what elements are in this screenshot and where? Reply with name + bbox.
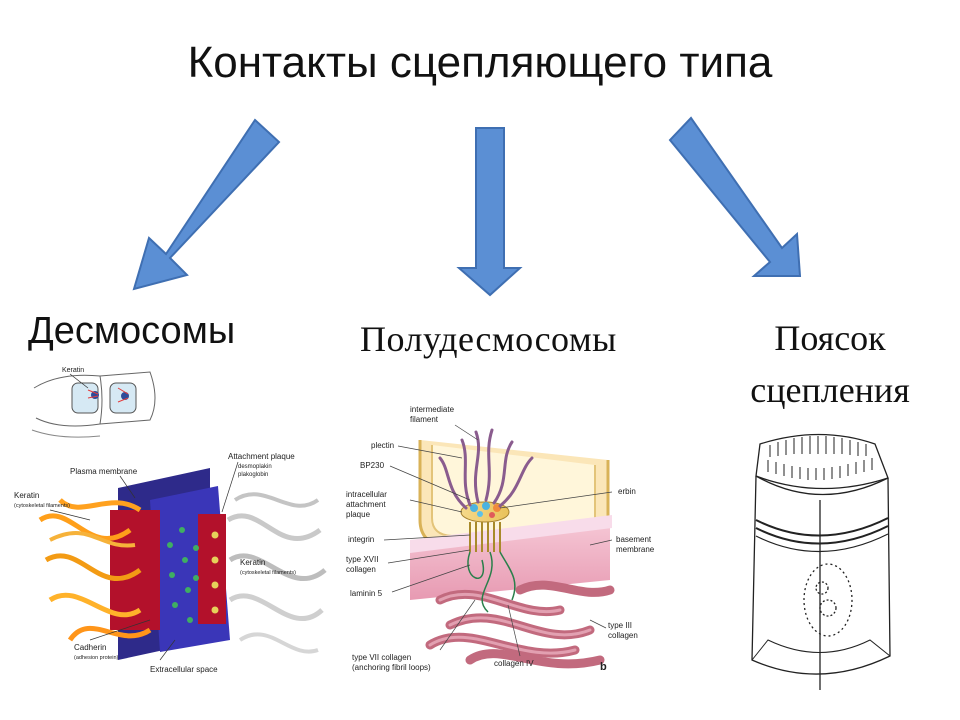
- label-cadherin-sub: (adhesion protein): [74, 655, 119, 661]
- label-desmoplakin: desmoplakin: [238, 464, 272, 470]
- label-keratin-left: Keratin: [14, 491, 39, 500]
- arrow-left: [132, 118, 281, 291]
- label-bp230: BP230: [360, 461, 385, 470]
- label-laminin: laminin 5: [350, 589, 383, 598]
- label-cadherin: Cadherin: [74, 643, 106, 652]
- slide-title: Контакты сцепляющего типа: [187, 38, 773, 87]
- label-type-xvii: type XVII: [346, 555, 378, 564]
- heading-desmosomes: Десмосомы: [28, 310, 236, 352]
- label-keratin-right-sub: (cytoskeletal filaments): [240, 570, 296, 576]
- heading-belt-line2: сцепления: [750, 370, 910, 410]
- label-intracellular: intracellular: [346, 490, 387, 499]
- adhesion-belt-diagram: [751, 433, 891, 690]
- label-collagen-2: collagen: [608, 631, 638, 640]
- label-filament: filament: [410, 415, 439, 424]
- arrow-center: [456, 127, 523, 297]
- hemidesmosome-diagram: intermediate filament plectin BP230 intr…: [346, 405, 655, 673]
- label-attachment: attachment: [346, 500, 386, 509]
- heading-hemidesmosomes: Полудесмосомы: [360, 319, 617, 359]
- label-basement: basement: [616, 535, 652, 544]
- label-collagen-1: collagen: [346, 565, 376, 574]
- label-attachment-plaque: Attachment plaque: [228, 452, 295, 461]
- arrow-right: [668, 116, 802, 277]
- label-plakoglobin: plakoglobin: [238, 472, 268, 478]
- label-type-iii: type III: [608, 621, 632, 630]
- inset-keratin-label: Keratin: [62, 367, 84, 374]
- label-plaque: plaque: [346, 510, 371, 519]
- label-intermediate: intermediate: [410, 405, 455, 414]
- heading-adhesion-belt: Поясок сцепления: [720, 312, 940, 416]
- label-keratin-right: Keratin: [240, 558, 265, 567]
- desmosome-diagram: Attachment plaque desmoplakin plakoglobi…: [14, 452, 327, 674]
- label-keratin-left-sub: (cytoskeletal filaments): [14, 503, 70, 509]
- label-type-vii: type VII collagen: [352, 653, 411, 662]
- label-integrin: integrin: [348, 535, 374, 544]
- desmosome-cell-inset: Keratin: [31, 367, 156, 438]
- label-plasma-membrane: Plasma membrane: [70, 467, 138, 476]
- label-panel-b: b: [600, 661, 607, 673]
- label-extracellular: Extracellular space: [150, 665, 218, 674]
- label-plectin: plectin: [371, 441, 394, 450]
- label-membrane: membrane: [616, 545, 655, 554]
- label-collagen-iv: collagen IV: [494, 659, 534, 668]
- heading-belt-line1: Поясок: [774, 318, 886, 358]
- label-erbin: erbin: [618, 487, 636, 496]
- label-anchoring: (anchoring fibril loops): [352, 663, 431, 672]
